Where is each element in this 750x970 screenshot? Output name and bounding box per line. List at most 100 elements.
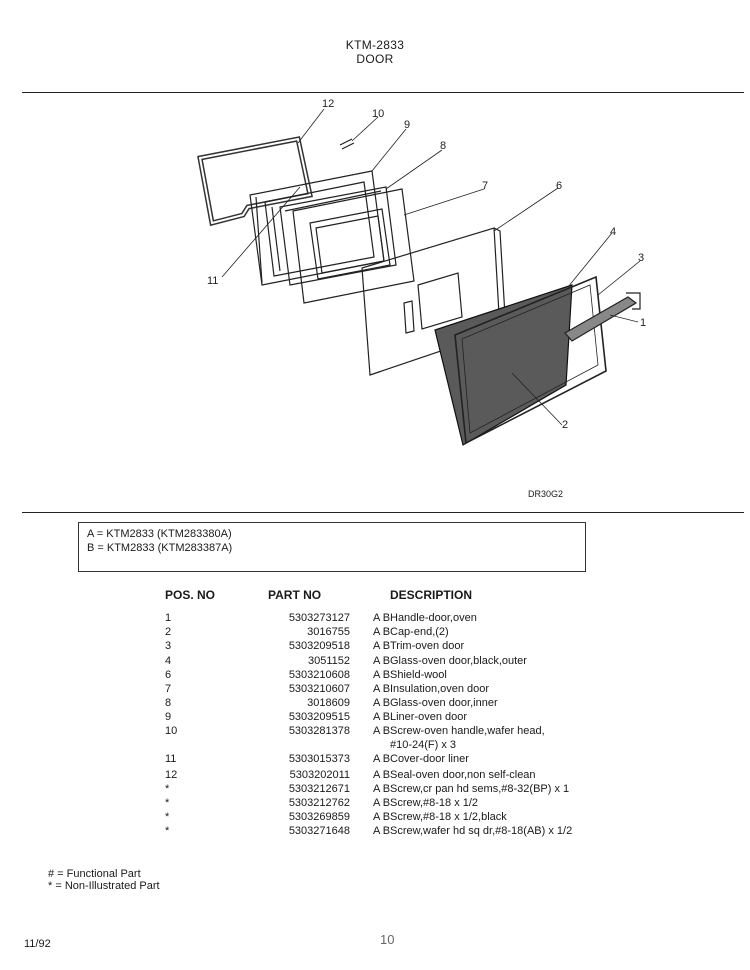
callout-7: 7 (482, 180, 488, 192)
model-code-cell: A B (373, 825, 391, 837)
description-cell: Screw,#8-18 x 1/2,black (390, 811, 507, 823)
part-number-cell: 5303212762 (288, 797, 350, 809)
table-row: #10-24(F) x 3 (0, 739, 750, 753)
part-number-cell: 5303212671 (288, 783, 350, 795)
model-title: KTM-2833 (345, 38, 405, 52)
model-legend: A = KTM2833 (KTM283380A) B = KTM2833 (KT… (78, 522, 586, 572)
pos-cell: * (165, 825, 170, 837)
model-code-cell: A B (373, 626, 391, 638)
callout-10: 10 (372, 108, 384, 120)
diagram-code: DR30G2 (528, 489, 564, 499)
model-code-cell: A B (373, 683, 391, 695)
part-number-cell: 5303209518 (288, 640, 350, 652)
pos-cell: 1 (165, 612, 172, 624)
description-cell: Screw-oven handle,wafer head, (390, 725, 545, 737)
part-number-cell: 5303202011 (289, 769, 350, 781)
pos-cell: 8 (165, 697, 172, 709)
pos-cell: * (165, 797, 170, 809)
part-seal-gasket (197, 136, 313, 227)
model-code-cell: A B (373, 669, 391, 681)
description-cell: Cover-door liner (390, 753, 469, 765)
callout-8: 8 (440, 140, 446, 152)
part-number-cell: 5303209515 (288, 711, 350, 723)
model-code-cell: A B (373, 640, 391, 652)
section-title: DOOR (356, 52, 394, 66)
note-functional: # = Functional Part (48, 868, 141, 880)
callout-1: 1 (640, 317, 646, 329)
part-number-cell: 5303269859 (288, 811, 350, 823)
description-cell: Shield-wool (390, 669, 447, 681)
part-screw (339, 138, 355, 150)
part-number-cell: 3016755 (307, 626, 350, 638)
description-cell: Cap-end,(2) (390, 626, 449, 638)
pos-cell: 10 (165, 725, 178, 737)
pos-cell: 12 (165, 769, 178, 781)
description-cell: Screw,#8-18 x 1/2 (390, 797, 479, 809)
callout-6: 6 (556, 180, 562, 192)
pos-cell: 11 (165, 753, 177, 765)
description-cell: Seal-oven door,non self-clean (390, 769, 536, 781)
part-inner-glass (279, 186, 397, 286)
part-outer-glass (434, 284, 573, 446)
part-number-cell: 5303281378 (288, 725, 350, 737)
description-cell: #10-24(F) x 3 (390, 739, 457, 751)
legend-b: B = KTM2833 (KTM283387A) (87, 542, 233, 554)
footer-page: 10 (380, 932, 395, 947)
part-handle (564, 292, 641, 342)
description-cell: Screw,cr pan hd sems,#8-32(BP) x 1 (390, 783, 570, 795)
model-code-cell: A B (373, 711, 391, 723)
callout-11: 11 (207, 275, 218, 287)
header-desc: DESCRIPTION (390, 588, 473, 602)
description-cell: Handle-door,oven (390, 612, 477, 624)
part-number-cell: 5303273127 (288, 612, 350, 624)
description-cell: Trim-oven door (390, 640, 465, 652)
pos-cell: 4 (165, 655, 172, 667)
part-number-cell: 5303210607 (288, 683, 350, 695)
model-code-cell: A B (373, 783, 391, 795)
description-cell: Glass-oven door,inner (390, 697, 498, 709)
model-code-cell: A B (373, 753, 391, 765)
model-code-cell: A B (373, 725, 391, 737)
pos-cell: * (165, 783, 170, 795)
pos-cell: 7 (165, 683, 172, 695)
part-trim-frame (454, 275, 607, 445)
note-non-illustrated: * = Non-Illustrated Part (48, 880, 160, 892)
callout-2: 2 (562, 419, 568, 431)
description-cell: Screw,wafer hd sq dr,#8-18(AB) x 1/2 (390, 825, 573, 837)
pos-cell: 2 (165, 626, 172, 638)
part-number-cell: 5303015373 (288, 753, 350, 765)
part-number-cell: 3051152 (307, 655, 350, 667)
header-part: PART NO (268, 588, 322, 602)
model-code-cell: A B (373, 769, 391, 781)
callout-12: 12 (322, 98, 334, 110)
part-number-cell: 5303210608 (288, 669, 350, 681)
description-cell: Liner-oven door (390, 711, 468, 723)
description-cell: Glass-oven door,black,outer (390, 655, 527, 667)
pos-cell: * (165, 811, 170, 823)
callout-4: 4 (610, 226, 616, 238)
mid-rule (22, 512, 744, 513)
description-cell: Insulation,oven door (390, 683, 490, 695)
model-code-cell: A B (373, 612, 391, 624)
legend-a: A = KTM2833 (KTM283380A) (87, 528, 232, 540)
footer-date: 11/92 (24, 938, 51, 950)
top-rule (22, 92, 744, 93)
callout-9: 9 (404, 119, 410, 131)
part-number-cell: 3018609 (307, 697, 350, 709)
exploded-door-diagram: 12 10 9 8 7 6 4 3 1 2 11 (197, 98, 646, 446)
model-code-cell: A B (373, 797, 391, 809)
